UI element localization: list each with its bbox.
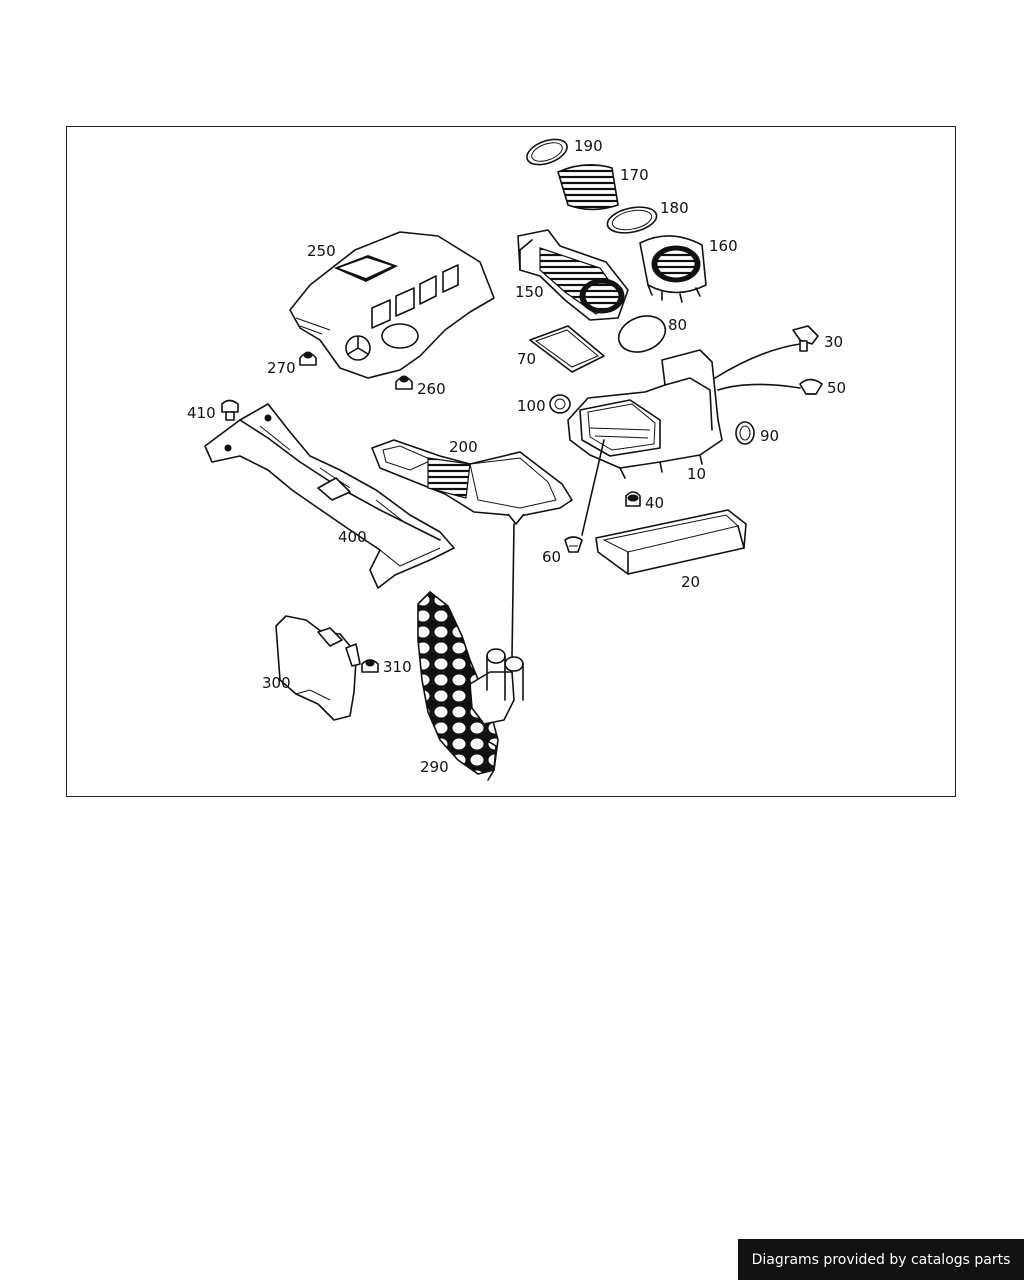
- callout-40: 40: [645, 494, 664, 512]
- callout-310: 310: [383, 658, 412, 676]
- callout-30: 30: [824, 333, 843, 351]
- callout-160: 160: [709, 237, 738, 255]
- part-40-mount[interactable]: [625, 491, 641, 507]
- part-160-intake-duct[interactable]: [639, 235, 707, 303]
- callout-260: 260: [417, 380, 446, 398]
- part-300-shield-bracket[interactable]: [275, 615, 361, 721]
- part-400-support-bracket[interactable]: [204, 403, 455, 589]
- part-260-nut[interactable]: [395, 375, 413, 390]
- credit-banner: Diagrams provided by catalogs parts: [738, 1239, 1024, 1280]
- callout-410: 410: [187, 404, 216, 422]
- callout-300: 300: [262, 674, 291, 692]
- part-50-grommet[interactable]: [717, 378, 823, 395]
- part-250-engine-cover[interactable]: [289, 231, 495, 379]
- part-180-seal-ring[interactable]: [605, 203, 659, 237]
- part-170-bellows-hose[interactable]: [557, 164, 619, 211]
- callout-150: 150: [515, 283, 544, 301]
- part-200-intake-pipe[interactable]: [371, 439, 573, 657]
- callout-50: 50: [827, 379, 846, 397]
- callout-80: 80: [668, 316, 687, 334]
- part-410-clip[interactable]: [221, 399, 239, 421]
- part-20-filter-element[interactable]: [595, 509, 747, 575]
- part-80-seal-ring[interactable]: [614, 310, 671, 358]
- part-90-grommet[interactable]: [735, 421, 755, 445]
- credit-text: Diagrams provided by catalogs parts: [751, 1251, 1011, 1268]
- callout-250: 250: [307, 242, 336, 260]
- part-190-seal-ring[interactable]: [524, 134, 571, 169]
- callout-10: 10: [687, 465, 706, 483]
- part-270-nut[interactable]: [299, 351, 317, 366]
- part-60-clip[interactable]: [564, 536, 583, 553]
- callout-290: 290: [420, 758, 449, 776]
- callout-100: 100: [517, 397, 546, 415]
- part-70-gasket[interactable]: [529, 325, 605, 373]
- callout-400: 400: [338, 528, 367, 546]
- callout-170: 170: [620, 166, 649, 184]
- callout-270: 270: [267, 359, 296, 377]
- callout-200: 200: [449, 438, 478, 456]
- part-310-nut[interactable]: [361, 659, 379, 673]
- callout-90: 90: [760, 427, 779, 445]
- part-30-sensor[interactable]: [714, 325, 819, 379]
- part-100-grommet[interactable]: [549, 394, 571, 414]
- callout-190: 190: [574, 137, 603, 155]
- part-10-air-filter-housing[interactable]: [567, 349, 723, 536]
- callout-70: 70: [517, 350, 536, 368]
- part-290-heat-shield[interactable]: [417, 590, 524, 781]
- callout-180: 180: [660, 199, 689, 217]
- part-150-intake-duct[interactable]: [517, 229, 629, 321]
- callout-20: 20: [681, 573, 700, 591]
- callout-60: 60: [542, 548, 561, 566]
